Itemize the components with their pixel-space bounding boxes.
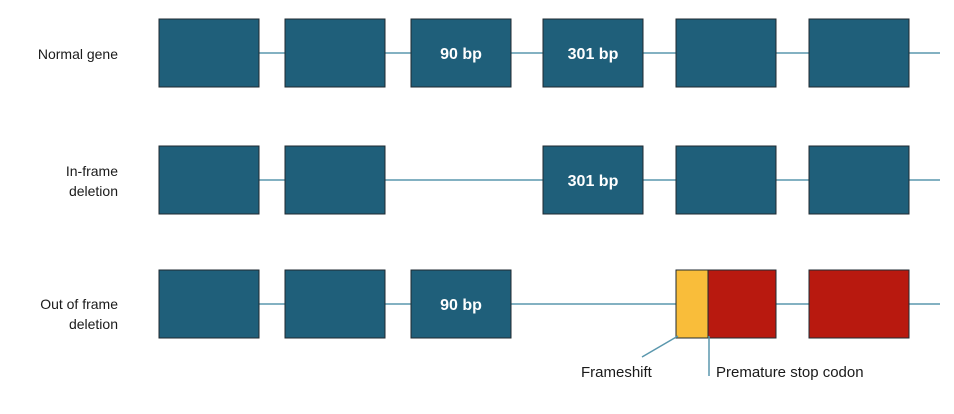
exon-box: [284, 145, 386, 215]
row-label-in-frame-deletion: In-frame deletion: [0, 161, 118, 201]
row-label-line: deletion: [68, 183, 118, 199]
exon-box: [158, 18, 260, 88]
frameshift-segment: [675, 269, 709, 339]
frameshift-label: Frameshift: [581, 364, 653, 381]
row-label-normal-gene: Normal gene: [0, 44, 118, 64]
exon-box: [675, 18, 777, 88]
row-label-line: In-frame: [65, 163, 118, 179]
gene-row: 301 bp: [158, 145, 940, 215]
exon-box: [808, 18, 910, 88]
exon-size-label: 301 bp: [568, 46, 619, 63]
annotations: Frameshift Premature stop codon: [581, 335, 864, 381]
row-label-line: Normal gene: [37, 46, 118, 62]
exon-box: [542, 18, 644, 88]
row-label-line: Out of frame: [40, 296, 118, 312]
exon-size-label: 90 bp: [440, 297, 482, 314]
exon-box: [542, 145, 644, 215]
row-label-line: deletion: [68, 316, 118, 332]
exon-box: [284, 18, 386, 88]
exon-box: [158, 269, 260, 339]
premature-stop-codon-label: Premature stop codon: [716, 364, 864, 381]
stop-codon-exon: [707, 269, 777, 339]
exon-box: [284, 269, 386, 339]
row-label-out-of-frame-deletion: Out of frame deletion: [0, 294, 118, 334]
exon-box: [410, 18, 512, 88]
gene-rows: 90 bp 301 bp 301 bp 90 bp: [158, 18, 940, 339]
frameshift-pointer: [641, 335, 679, 358]
exon-box: [410, 269, 512, 339]
gene-row: 90 bp 301 bp: [158, 18, 940, 88]
exon-box: [158, 145, 260, 215]
exon-size-label: 90 bp: [440, 46, 482, 63]
exon-box: [808, 145, 910, 215]
exon-box: [675, 145, 777, 215]
stop-codon-exon: [808, 269, 910, 339]
exon-size-label: 301 bp: [568, 173, 619, 190]
gene-row: 90 bp: [158, 269, 940, 339]
